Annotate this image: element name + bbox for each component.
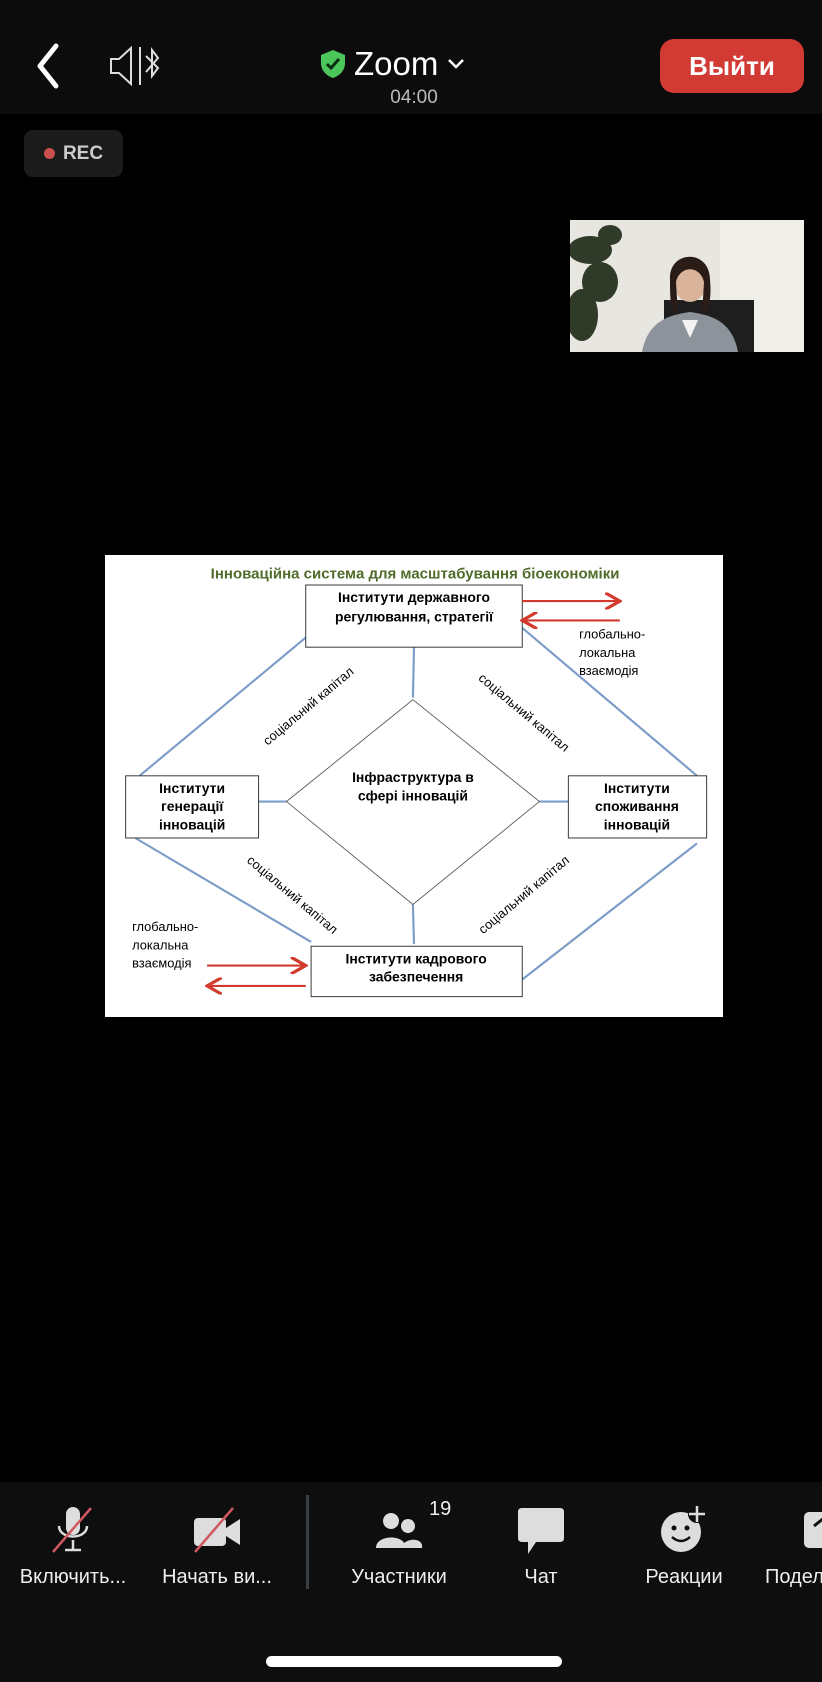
box-left-line-3: інновацій	[159, 816, 225, 832]
reactions-button[interactable]: Реакции	[614, 1504, 754, 1589]
global-top-1: глобально-	[579, 627, 645, 642]
box-bottom	[310, 945, 523, 998]
unmute-button[interactable]: Включить...	[3, 1504, 143, 1589]
shared-slide: Інноваційна система для масштабування бі…	[105, 555, 723, 1017]
box-right-line-2: споживання	[595, 798, 679, 814]
mic-muted-icon	[52, 1507, 92, 1553]
meeting-title-dropdown[interactable]: Zoom	[320, 42, 510, 86]
share-button[interactable]: Подел	[760, 1504, 822, 1589]
box-top-line-1: Інститути державного	[338, 589, 490, 605]
box-left-line-2: генерації	[161, 798, 224, 814]
global-bottom-3: взаємодія	[132, 956, 191, 971]
unmute-label: Включить...	[19, 1566, 127, 1588]
global-top-2: локальна	[579, 645, 636, 660]
connector-lines	[134, 627, 698, 981]
start-video-button[interactable]: Начать ви...	[147, 1504, 287, 1589]
box-right	[567, 775, 708, 839]
box-top-line-2: регулювання, стратегії	[335, 608, 494, 624]
video-off-icon	[194, 1507, 240, 1553]
participants-icon	[376, 1513, 423, 1548]
share-label: Подел	[765, 1566, 822, 1588]
center-line-1: Інфраструктура в	[352, 769, 474, 785]
box-right-line-1: Інститути	[604, 780, 670, 796]
global-top-3: взаємодія	[579, 663, 638, 678]
edge-label-top-right: соціальний капітал	[476, 670, 573, 755]
reactions-label: Реакции	[645, 1566, 723, 1588]
exit-button[interactable]: Выйти	[660, 39, 804, 93]
edge-label-bottom-left: соціальний капітал	[244, 852, 341, 937]
recording-label: REC	[62, 142, 104, 164]
box-right-line-3: інновацій	[604, 816, 670, 832]
participant-video-thumbnail[interactable]	[570, 220, 804, 352]
start-video-label: Начать ви...	[162, 1566, 272, 1588]
recording-badge: REC	[24, 130, 123, 177]
box-bottom-line-1: Інститути кадрового	[346, 950, 487, 966]
box-left-line-1: Інститути	[159, 780, 225, 796]
chevron-down-icon	[448, 59, 465, 69]
home-indicator[interactable]	[266, 1656, 562, 1667]
reaction-icon	[661, 1505, 706, 1552]
meeting-title: Zoom	[354, 45, 439, 82]
chat-icon	[518, 1508, 564, 1554]
box-left	[125, 775, 260, 839]
global-bottom-1: глобально-	[132, 919, 198, 934]
share-icon	[804, 1512, 822, 1548]
participants-button[interactable]: 19 Участники	[329, 1498, 469, 1589]
speaker-bluetooth-icon[interactable]	[108, 44, 164, 88]
slide-title: Інноваційна система для масштабування бі…	[211, 566, 620, 583]
record-dot-icon	[43, 148, 55, 159]
box-bottom-line-2: забезпечення	[369, 969, 463, 985]
chat-button[interactable]: Чат	[471, 1504, 611, 1589]
chat-label: Чат	[524, 1566, 558, 1588]
meeting-timer: 04:00	[390, 87, 438, 108]
participants-count-badge: 19	[429, 1498, 452, 1520]
participants-label: Участники	[351, 1566, 447, 1588]
shield-check-icon	[321, 50, 345, 78]
edge-label-top-left: соціальний капітал	[260, 664, 357, 749]
center-line-2: сфері інновацій	[358, 787, 468, 803]
global-bottom-2: локальна	[132, 937, 189, 952]
infrastructure-diamond	[285, 699, 541, 906]
edge-label-bottom-right: соціальний капітал	[475, 852, 572, 937]
back-chevron-icon[interactable]	[30, 40, 70, 90]
toolbar-divider	[306, 1495, 309, 1589]
bottom-toolbar: Включить... Начать ви... 19 Участники Ча…	[0, 1482, 822, 1682]
box-top	[305, 584, 523, 648]
